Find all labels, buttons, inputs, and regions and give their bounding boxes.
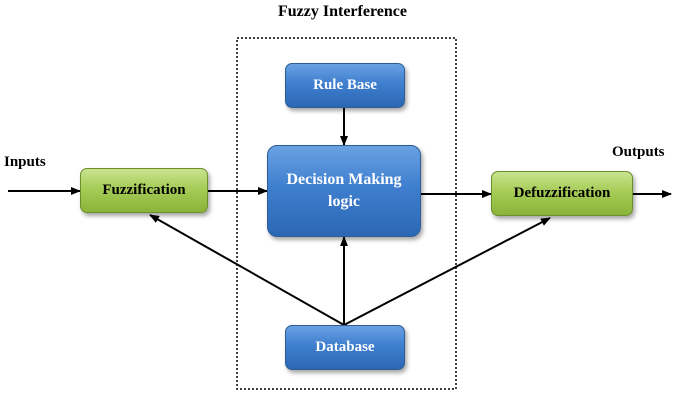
rule-base-label: Rule Base	[313, 77, 377, 93]
database-to-fuzzification-arrow	[149, 214, 345, 326]
database-node: Database	[285, 325, 405, 370]
rule-base-node: Rule Base	[285, 63, 405, 108]
decision-making-label: Decision Making logic	[286, 171, 402, 210]
diagram-title: Fuzzy Interference	[278, 3, 407, 20]
fuzzification-label: Fuzzification	[102, 182, 186, 198]
decision-making-node: Decision Making logic	[267, 145, 421, 237]
defuzzification-node: Defuzzification	[491, 171, 633, 216]
inputs-label: Inputs	[4, 154, 46, 170]
outputs-label: Outputs	[612, 144, 665, 160]
defuzzification-label: Defuzzification	[513, 185, 611, 201]
fuzzification-node: Fuzzification	[80, 168, 208, 213]
inference-boundary	[236, 37, 457, 390]
database-label: Database	[315, 339, 375, 355]
database-to-defuzzification-arrow	[343, 217, 551, 326]
